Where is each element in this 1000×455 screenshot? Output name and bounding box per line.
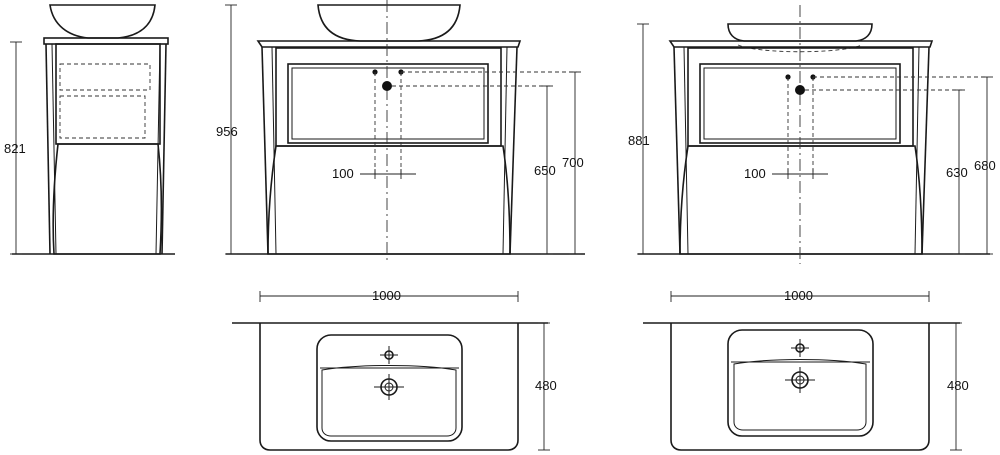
drawer-front bbox=[275, 47, 502, 147]
counter-height-label-2: 680 bbox=[974, 158, 996, 173]
width-dimension-label-2: 1000 bbox=[784, 288, 813, 303]
width-dimension-label: 1000 bbox=[372, 288, 401, 303]
cabinet-skirt-front-2 bbox=[679, 145, 923, 255]
vessel-basin-side bbox=[49, 4, 156, 39]
depth-dimension-label-2: 480 bbox=[947, 378, 969, 393]
outlet-height-label-2: 630 bbox=[946, 165, 968, 180]
front-elevation-vessel-view: 100 956 650 700 bbox=[216, 0, 585, 264]
outlet-height-label: 650 bbox=[534, 163, 556, 178]
waste-outlet-marker-2 bbox=[795, 85, 805, 95]
countertop-front bbox=[256, 40, 522, 48]
basin-plan bbox=[316, 334, 463, 442]
cabinet-skirt-front bbox=[267, 145, 511, 255]
counter-height-label: 700 bbox=[562, 155, 584, 170]
cabinet-skirt-side bbox=[52, 143, 163, 255]
countertop-side bbox=[43, 37, 169, 45]
total-height-label: 956 bbox=[216, 124, 238, 139]
basin-plan-2 bbox=[727, 329, 874, 437]
countertop-plan bbox=[259, 323, 519, 451]
depth-dimension-label: 480 bbox=[535, 378, 557, 393]
front-elevation-recessed-view: 100 881 630 680 bbox=[628, 5, 996, 264]
countertop-plan-2 bbox=[670, 323, 930, 451]
tap-spacing-label: 100 bbox=[332, 166, 354, 181]
waste-outlet-marker bbox=[382, 81, 392, 91]
cabinet-upper-side bbox=[55, 43, 161, 145]
plan-view-vessel: 1000 480 bbox=[232, 288, 557, 451]
side-elevation-view: 821 bbox=[4, 4, 175, 255]
countertop-front-2 bbox=[668, 40, 934, 48]
height-dimension-label: 821 bbox=[4, 141, 26, 156]
drawer-front-2 bbox=[687, 47, 914, 147]
plan-view-recessed: 1000 480 bbox=[643, 288, 969, 451]
tap-spacing-label-2: 100 bbox=[744, 166, 766, 181]
vessel-basin-front bbox=[317, 4, 461, 42]
total-height-label-2: 881 bbox=[628, 133, 650, 148]
